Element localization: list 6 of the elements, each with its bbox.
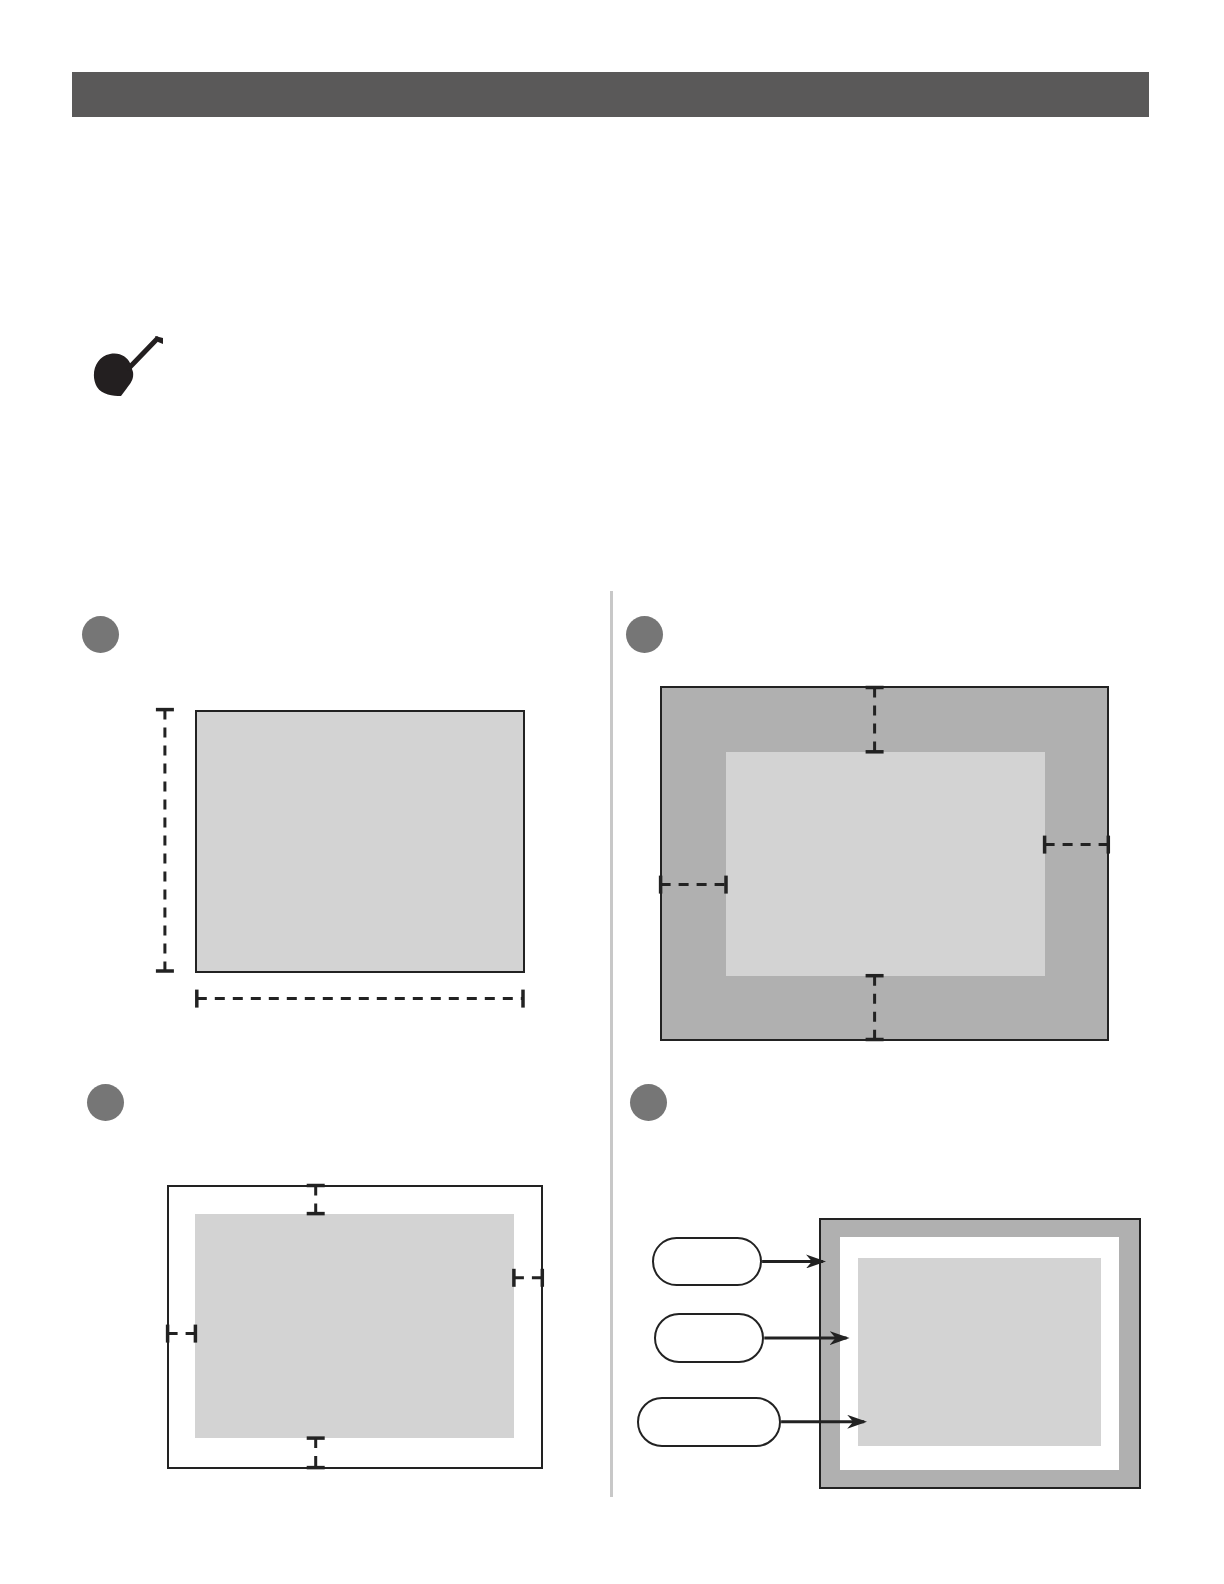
artwork-area: [858, 1258, 1101, 1447]
outer-frame: [819, 1217, 1141, 1489]
arrow: [781, 1414, 868, 1429]
mat-area: [839, 1236, 1119, 1470]
arrow: [764, 1331, 850, 1346]
arrow: [762, 1254, 826, 1269]
